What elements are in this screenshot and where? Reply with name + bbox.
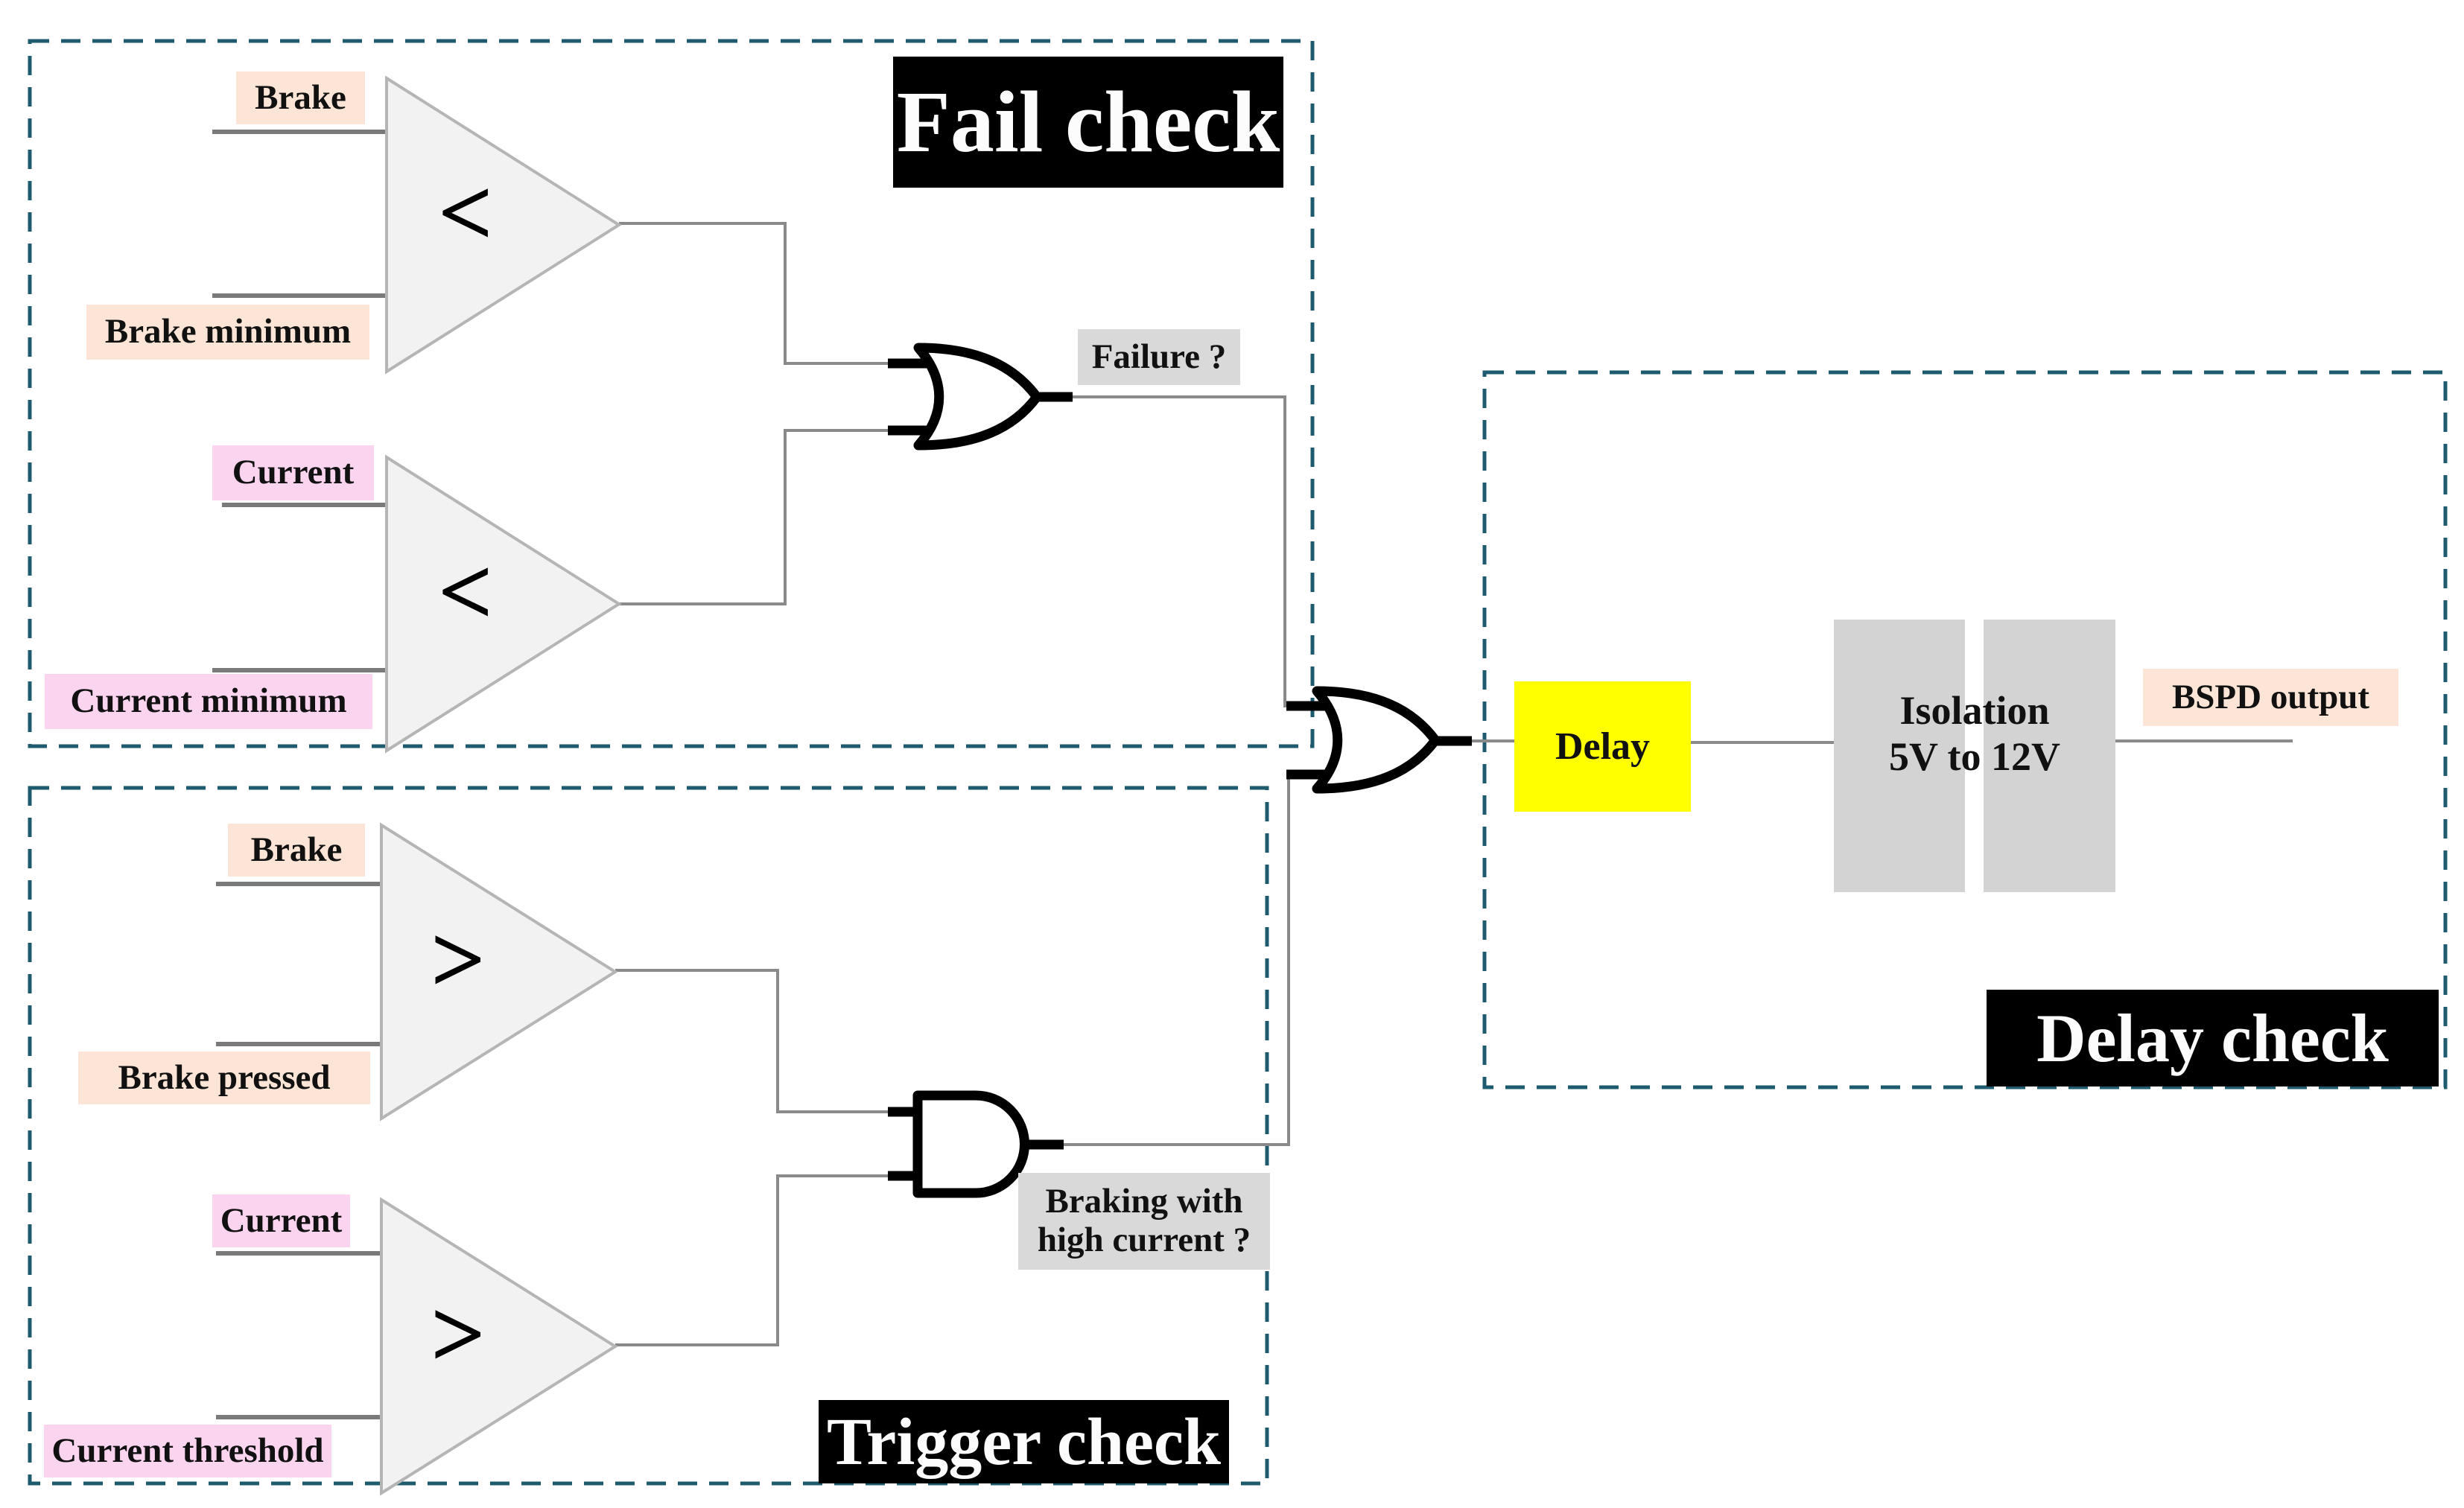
isolation-label-line2: 5V to 12V [1888, 734, 2060, 779]
current-threshold-label: Current threshold [44, 1425, 331, 1477]
braking-high-current-label: Braking with high current ? [1018, 1173, 1270, 1270]
failure-output-label: Failure ? [1078, 329, 1240, 385]
fail-check-title: Fail check [893, 57, 1283, 188]
braking-high-current-line1: Braking with [1045, 1182, 1243, 1221]
wire-failure-to-main-or [1071, 395, 1311, 707]
delay-check-title: Delay check [1987, 990, 2439, 1087]
comparator-trigger-current-icon [380, 1197, 618, 1496]
current-label-fail: Current [212, 445, 374, 500]
and-gate-trigger-icon [888, 1090, 1064, 1198]
or-gate-fail-icon [888, 343, 1073, 451]
isolation-bar-left [1834, 620, 1965, 892]
comparator-fail-current-icon [385, 454, 622, 754]
trigger-check-title: Trigger check [819, 1400, 1229, 1483]
brake-pressed-label: Brake pressed [78, 1052, 370, 1104]
brake-label-fail: Brake [236, 71, 365, 124]
less-than-operator: < [437, 538, 494, 646]
braking-high-current-line2: high current ? [1037, 1221, 1251, 1259]
comparator-fail-brake-icon [385, 75, 622, 375]
wire-comp1-to-or [619, 222, 901, 365]
isolation-block [1834, 620, 2115, 892]
or-gate-main-icon [1286, 686, 1472, 794]
wire-and-to-main-or [1062, 773, 1311, 1146]
current-minimum-label: Current minimum [45, 674, 372, 729]
current-label-trigger: Current [212, 1194, 350, 1247]
isolation-label: Isolation 5V to 12V [1834, 687, 2115, 780]
wire-comp4-to-and [615, 1174, 901, 1346]
isolation-bar-right [1984, 620, 2115, 892]
less-than-operator: < [437, 159, 494, 267]
greater-than-operator: > [430, 1281, 486, 1388]
greater-than-operator: > [430, 906, 486, 1014]
comparator-trigger-brake-icon [380, 822, 618, 1122]
delay-block: Delay [1514, 681, 1691, 812]
fail-check-section-border [28, 39, 1315, 748]
wire-comp3-to-and [615, 969, 901, 1113]
wire-comp2-to-or [619, 429, 901, 605]
delay-check-section-border [1482, 370, 2448, 1089]
brake-minimum-label: Brake minimum [86, 305, 369, 360]
bspd-output-label: BSPD output [2143, 669, 2398, 726]
trigger-check-section-border [28, 786, 1269, 1486]
isolation-label-line1: Isolation [1899, 687, 2050, 733]
brake-label-trigger: Brake [228, 824, 365, 877]
comparators [380, 75, 622, 1496]
input-stub-wires [212, 130, 387, 1419]
